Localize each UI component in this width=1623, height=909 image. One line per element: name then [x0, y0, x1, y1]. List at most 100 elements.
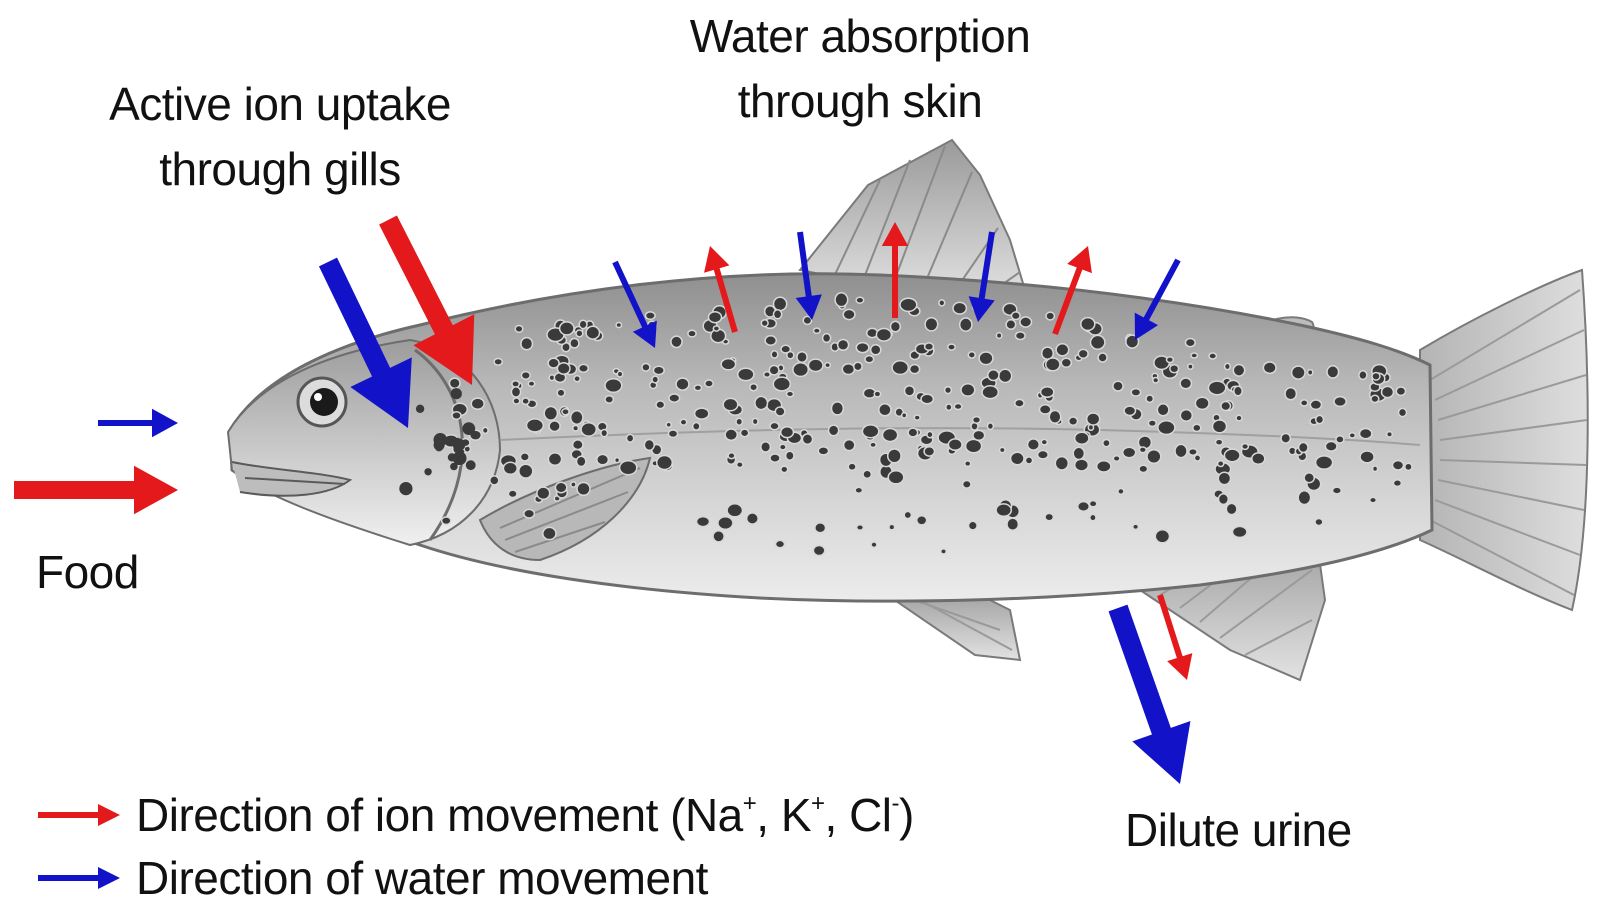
fish-spot: [1360, 429, 1372, 439]
fish-spot: [537, 487, 550, 499]
fish-spot: [802, 434, 812, 444]
fish-spot: [888, 449, 901, 463]
fish-spot: [1349, 433, 1355, 438]
fish-spot: [453, 451, 467, 465]
fish-spot: [1213, 420, 1227, 433]
fish-spot: [965, 461, 971, 466]
fish-spot: [1336, 436, 1344, 443]
fish-spot: [1015, 399, 1024, 407]
fish-spot: [524, 509, 535, 518]
fish-spot: [924, 447, 934, 456]
fish-spot: [1224, 449, 1240, 462]
fish-spot: [857, 525, 864, 530]
fish-spot: [904, 511, 911, 518]
fish-spot: [1170, 365, 1179, 373]
fish-spot: [1234, 386, 1242, 395]
fish-spot: [435, 444, 443, 452]
fish-spot: [652, 376, 658, 383]
fish-spot: [999, 369, 1012, 382]
fish-spot: [813, 546, 824, 556]
fish-spot: [1310, 400, 1321, 409]
fish-spot: [750, 384, 757, 391]
fish-spot: [1299, 443, 1308, 453]
fish-spot: [1285, 388, 1296, 400]
fish-spot: [1075, 432, 1089, 444]
fish-spot: [1218, 472, 1230, 484]
fish-spot: [843, 309, 855, 319]
skin-label: Water absorption through skin: [650, 4, 1070, 135]
fish-spot: [908, 428, 918, 437]
fish-spot: [721, 359, 735, 370]
fish-spot: [1298, 491, 1310, 505]
fish-spot: [1000, 447, 1005, 452]
urine-label: Dilute urine: [1125, 798, 1352, 863]
fish-spot: [576, 330, 583, 337]
fish-spot: [1226, 503, 1237, 514]
fish-spot: [512, 381, 519, 387]
fish-spot: [1301, 400, 1308, 406]
fish-spot: [1327, 366, 1339, 378]
fish-spot: [987, 423, 993, 430]
fish-spot: [988, 370, 999, 381]
fish-spot: [968, 352, 975, 358]
fish-spot: [1233, 365, 1244, 377]
fish-spot: [914, 415, 920, 420]
fish-spot: [835, 293, 848, 307]
fish-spot: [793, 363, 808, 377]
fish-spot: [780, 444, 786, 450]
fish-spot: [676, 378, 689, 390]
fish-spot: [842, 364, 854, 375]
fish-spot: [856, 297, 864, 303]
fish-spot: [1049, 411, 1061, 424]
fish-spot: [1308, 370, 1313, 376]
fish-spot: [1113, 456, 1120, 461]
fish-spot: [697, 517, 710, 527]
fish-spot: [925, 343, 934, 350]
fish-spot: [579, 320, 587, 328]
fish-spot: [521, 338, 533, 350]
fish-spot: [945, 387, 952, 394]
fish-spot: [1191, 353, 1197, 358]
fish-spot: [741, 429, 749, 437]
gills-label-line2: through gills: [80, 137, 480, 202]
fish-spot: [718, 517, 733, 530]
fish-spot: [399, 482, 412, 495]
fish-spot: [889, 524, 895, 529]
fish-spot: [1133, 524, 1139, 529]
fish-spot: [1372, 373, 1380, 381]
fish-spot: [577, 456, 586, 466]
fish-spot: [1146, 395, 1153, 402]
fish-spot: [829, 425, 839, 436]
fish-spot: [879, 404, 891, 416]
fish-spot: [1316, 456, 1333, 469]
fish-spot: [1304, 473, 1314, 483]
fish-spot: [996, 504, 1011, 516]
fish-spot: [1155, 530, 1169, 543]
fish-spot: [693, 423, 700, 431]
fish-spot: [627, 434, 634, 442]
fish-spot: [1078, 349, 1088, 358]
fish-spot: [1139, 465, 1148, 472]
fish-spot: [617, 371, 622, 377]
fish-spot: [770, 454, 780, 462]
fish-spot: [548, 453, 561, 465]
trout-fish-illustration: [228, 140, 1588, 680]
fish-spot: [424, 468, 431, 475]
fish-spot: [815, 523, 826, 533]
fish-spot: [1081, 318, 1095, 331]
fish-spot: [1078, 502, 1090, 512]
fish-spot: [1007, 518, 1018, 530]
fish-spot: [1316, 415, 1324, 423]
fish-spot: [1188, 364, 1193, 369]
fish-spot: [1387, 432, 1393, 437]
fish-spot: [1118, 489, 1124, 495]
fish-spot: [452, 412, 461, 420]
fish-spot: [838, 340, 849, 351]
legend-ion-text: Direction of ion movement (Na+, K+, Cl-): [136, 788, 914, 842]
skin-label-line2: through skin: [650, 69, 1070, 134]
fish-spot: [1097, 461, 1111, 472]
fish-spot: [954, 404, 962, 410]
fish-spot: [1147, 450, 1161, 464]
fish-spot: [1011, 452, 1024, 465]
fish-spot: [1158, 421, 1175, 435]
